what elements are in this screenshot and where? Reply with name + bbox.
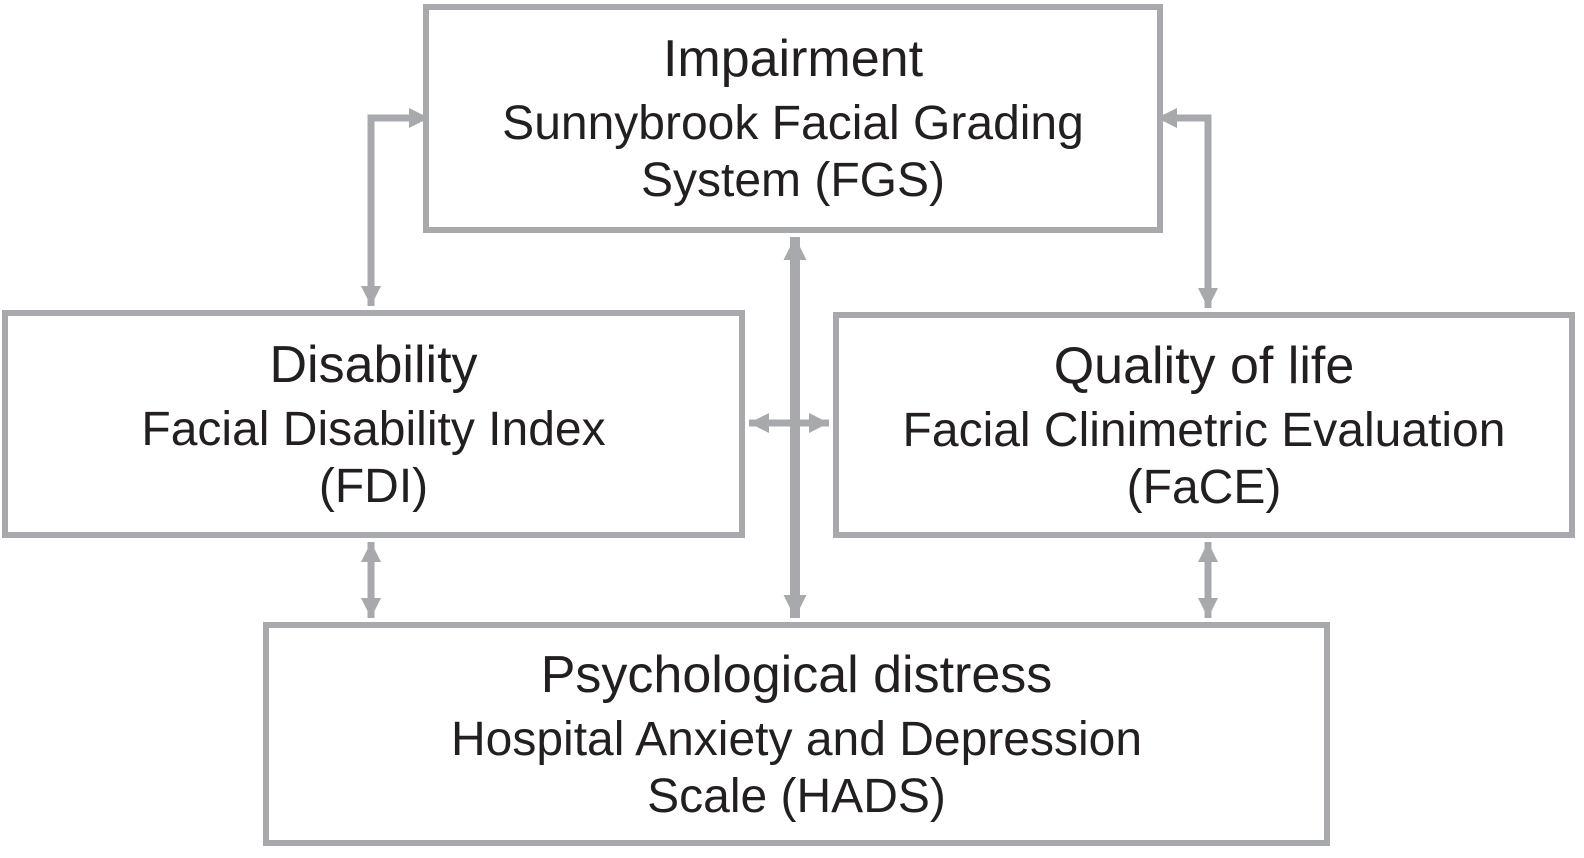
box-quality-of-life-subtitle-line1: Facial Clinimetric Evaluation bbox=[902, 403, 1506, 457]
box-impairment-title: Impairment bbox=[662, 30, 924, 88]
box-disability-title: Disability bbox=[269, 335, 478, 394]
box-impairment-subtitle-line2: System (FGS) bbox=[640, 154, 945, 207]
box-impairment-subtitle-line1: Sunnybrook Facial Grading bbox=[502, 97, 1084, 150]
box-psychological-distress: Psychological distress Hospital Anxiety … bbox=[263, 622, 1330, 846]
box-disability-subtitle-line2: (FDI) bbox=[318, 459, 429, 513]
box-psychological-distress-subtitle-line1: Hospital Anxiety and Depression bbox=[450, 712, 1143, 766]
box-disability-subtitle-line1: Facial Disability Index bbox=[141, 402, 606, 456]
box-quality-of-life-subtitle-line2: (FaCE) bbox=[1126, 460, 1282, 514]
box-psychological-distress-subtitle-line2: Scale (HADS) bbox=[647, 769, 946, 823]
box-impairment: Impairment Sunnybrook Facial Grading Sys… bbox=[423, 4, 1163, 233]
arrow-impairment-disability bbox=[361, 108, 429, 306]
box-disability: Disability Facial Disability Index (FDI) bbox=[2, 310, 745, 538]
box-quality-of-life: Quality of life Facial Clinimetric Evalu… bbox=[833, 312, 1575, 538]
box-quality-of-life-title: Quality of life bbox=[1053, 336, 1355, 395]
arrow-impairment-quality-of-life bbox=[1157, 108, 1218, 308]
box-psychological-distress-title: Psychological distress bbox=[540, 645, 1053, 704]
